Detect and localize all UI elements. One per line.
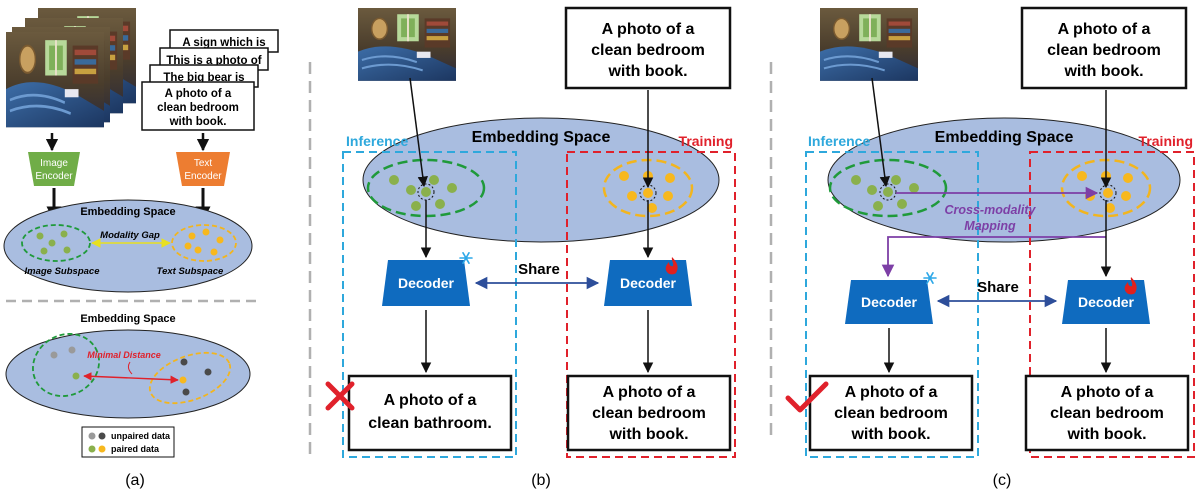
caption-stack-2: This is a photo of <box>166 55 261 67</box>
minimal-distance-label: Minimal Distance <box>87 350 161 360</box>
text-points <box>184 228 224 256</box>
output-c-right-3: with book. <box>1066 426 1146 443</box>
training-region-b <box>566 151 736 458</box>
input-caption-c-2: clean bedroom <box>1047 42 1161 59</box>
caption-line-3: with book. <box>169 116 227 128</box>
embedding-space-title: Embedding Space <box>80 206 175 218</box>
input-caption-b-3: with book. <box>607 63 687 80</box>
decoder-c-left-label: Decoder <box>861 294 918 310</box>
panel-c: A photo of a clean bedroom with book. Em… <box>785 6 1195 489</box>
share-label-c: Share <box>977 279 1019 296</box>
input-photo-c <box>818 6 920 82</box>
legend-paired-dot-1 <box>88 445 96 453</box>
training-label-c: Training <box>1139 133 1193 149</box>
arrow-photo-to-space-b <box>409 77 428 188</box>
input-caption-c <box>1020 6 1188 90</box>
panel-a-label: (a) <box>125 472 145 489</box>
mapping-label-1: Cross-modality <box>945 203 1037 217</box>
input-caption-b-1: A photo of a <box>602 21 695 38</box>
arrow-photo-to-space-c <box>871 77 890 188</box>
text-encoder <box>176 152 230 186</box>
input-caption-c-3: with book. <box>1063 63 1143 80</box>
inference-region-c <box>805 151 979 458</box>
panel-b: A photo of a clean bedroom with book. Em… <box>325 6 736 489</box>
image-subspace-label: Image Subspace <box>25 266 101 277</box>
embedding-space-b-title: Embedding Space <box>472 129 611 146</box>
output-c-left <box>808 374 974 452</box>
output-c-right-2: clean bedroom <box>1050 405 1164 422</box>
check-icon <box>785 381 829 413</box>
minimal-distance-arrow <box>83 372 179 384</box>
inference-region-b <box>342 151 517 458</box>
text-subspace-label: Text Subspace <box>157 266 224 277</box>
output-c-right <box>1024 374 1190 452</box>
decoder-b-left <box>382 260 470 306</box>
legend-unpaired-label: unpaired data <box>111 431 171 441</box>
text-subspace-ellipse-2 <box>148 351 232 405</box>
caption-stack-1: A sign which is <box>182 37 265 49</box>
image-points <box>36 230 71 255</box>
panel-b-label: (b) <box>531 472 551 489</box>
share-label-b: Share <box>518 261 560 278</box>
output-b-right-2: clean bedroom <box>592 405 706 422</box>
decoder-b-right-label: Decoder <box>620 275 677 291</box>
image-stack <box>4 6 138 129</box>
output-c-left-3: with book. <box>850 426 930 443</box>
training-label-b: Training <box>679 133 733 149</box>
image-subspace-ellipse <box>21 224 91 262</box>
legend-unpaired-dot-2 <box>98 432 106 440</box>
decoder-c-left <box>845 280 933 324</box>
legend <box>81 426 175 458</box>
legend-unpaired-dot-1 <box>88 432 96 440</box>
input-caption-b <box>564 6 732 90</box>
mapping-label-2: Mapping <box>964 219 1016 233</box>
output-b-right-3: with book. <box>608 426 688 443</box>
decoder-c-right-label: Decoder <box>1078 294 1135 310</box>
output-b-left-1: A photo of a <box>384 392 477 409</box>
output-b-left <box>347 374 513 452</box>
embedding-space-title-2: Embedding Space <box>80 313 175 325</box>
caption-line-2: clean bedroom <box>157 102 239 114</box>
image-subspace-c <box>828 158 948 218</box>
panel-a: A sign which is This is a photo of The b… <box>3 6 279 489</box>
legend-paired-dot-2 <box>98 445 106 453</box>
image-encoder <box>28 152 80 186</box>
text-subspace-ellipse <box>171 224 237 262</box>
embedding-space-c-title: Embedding Space <box>935 129 1074 146</box>
input-photo-b <box>356 6 458 82</box>
output-b-right <box>566 374 732 452</box>
input-caption-b-2: clean bedroom <box>591 42 705 59</box>
image-encoder-label-2: Encoder <box>35 171 73 182</box>
output-b-right-1: A photo of a <box>603 384 696 401</box>
output-c-left-1: A photo of a <box>845 384 938 401</box>
inference-label-c: Inference <box>808 133 870 149</box>
legend-paired-label: paired data <box>111 444 160 454</box>
minimal-distance-pointer <box>127 361 133 375</box>
text-encoder-label-2: Encoder <box>184 171 222 182</box>
embedding-space-c <box>827 117 1181 243</box>
image-photo <box>4 30 106 129</box>
decoder-b-left-label: Decoder <box>398 275 455 291</box>
image-points-b <box>389 175 457 211</box>
input-caption-c-1: A photo of a <box>1058 21 1151 38</box>
caption-line-1: A photo of a <box>165 88 232 100</box>
output-c-left-2: clean bedroom <box>834 405 948 422</box>
caption-stack-3: The big bear is <box>163 72 244 84</box>
caption-stack: A sign which is This is a photo of The b… <box>141 29 279 131</box>
output-b-left-2: clean bathroom. <box>368 415 492 432</box>
text-encoder-label-1: Text <box>194 158 213 169</box>
embedding-space-b <box>362 117 720 243</box>
mapping-path <box>881 236 1106 278</box>
image-encoder-label-1: Image <box>40 158 68 169</box>
image-points-c <box>851 175 919 211</box>
modality-gap-label: Modality Gap <box>100 230 160 241</box>
inference-label-b: Inference <box>346 133 408 149</box>
panel-c-label: (c) <box>993 472 1012 489</box>
embedding-space-ellipse-2 <box>5 329 251 419</box>
image-subspace-ellipse-2 <box>32 333 100 397</box>
distance-points <box>50 346 212 396</box>
wrong-icon <box>325 381 355 411</box>
output-c-right-1: A photo of a <box>1061 384 1154 401</box>
